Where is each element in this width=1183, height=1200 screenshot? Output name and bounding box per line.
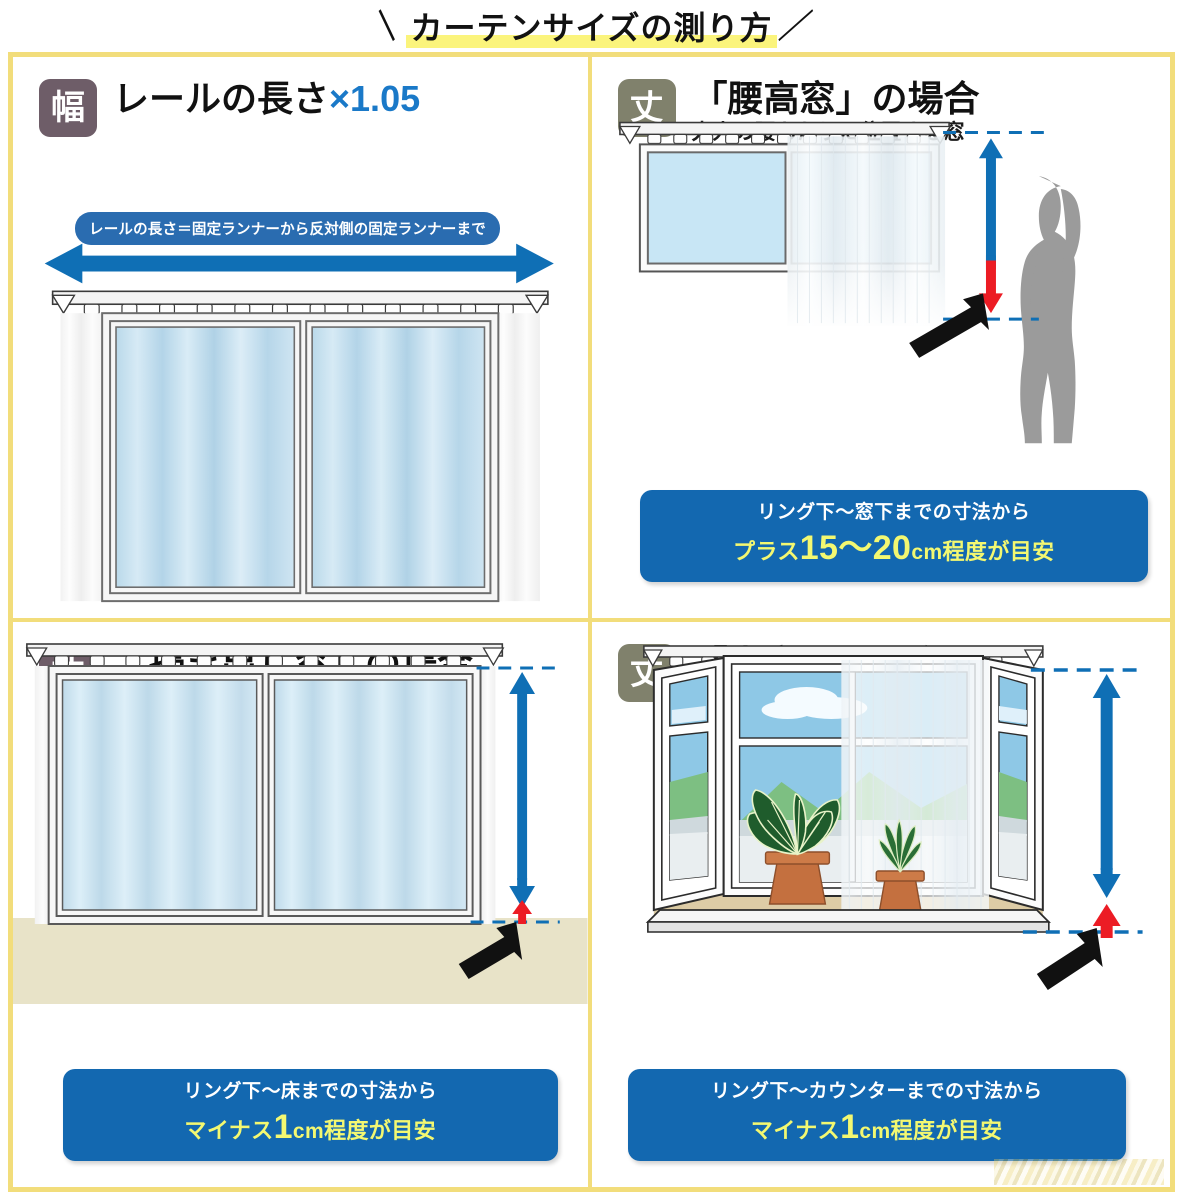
width-heading-accent: ×1.05 [329,78,421,119]
callout-value: 15〜20 [799,528,912,567]
rail-length-definition-pill: レールの長さ＝固定ランナーから反対側の固定ランナーまで [75,212,500,245]
callout-suffix: 程度が目安 [942,538,1055,564]
bay-window-callout-line1: リング下〜カウンターまでの寸法から [710,1081,1043,1103]
sliding-window-callout-line1: リング下〜床までの寸法から [183,1081,437,1103]
width-heading: レールの長さ×1.05 [113,79,420,119]
sliding-window-heading: 「掃き出し窓」の場合 [113,643,474,684]
callout-prefix: マイナス [750,1117,841,1143]
waist-window-panel: 丈 「腰高窓」の場合 大人の腰あたりに位置する窓 リング下〜窓下までの寸法から … [591,57,1171,622]
page-title: カーテンサイズの測り方 [406,3,777,49]
page-title-bar: ＼ カーテンサイズの測り方 ／ [0,0,1183,52]
bay-window-panel: 丈 「出窓」の場合 リング下〜カウンターまでの寸法から マイナス1cm程度が目安 [591,622,1171,1187]
callout-prefix: マイナス [184,1117,274,1143]
width-badge: 幅 [39,79,97,137]
dashed-reference-lines [942,130,1049,321]
bay-window-heading: 「出窓」の場合 [691,643,944,684]
sliding-window-panel-header: 丈 「掃き出し窓」の場合 ベランダなどへ出入りができる大きな窓 [13,622,588,710]
bay-window-callout-line2: マイナス1cm程度が目安 [648,1105,1107,1149]
waist-window-heading: 「腰高窓」の場合 [691,78,980,119]
title-slash-right-icon: ／ [775,7,815,45]
pointer-arrow-icon [1036,928,1103,990]
person-silhouette [1019,176,1080,444]
waist-window-badge: 丈 [617,79,676,137]
width-illustration [44,243,554,603]
width-panel-header: 幅 レールの長さ×1.05 [13,57,588,137]
sliding-window-callout-line2: マイナス1cm程度が目安 [83,1105,538,1149]
callout-prefix: プラス [732,538,800,564]
title-slash-left-icon: ＼ [367,7,406,45]
callout-value: 1 [840,1107,860,1146]
height-measure-arrow-icon [1092,674,1121,938]
sliding-window-subtitle: ベランダなどへ出入りができる大きな窓 [113,685,490,709]
potted-plant-large [746,789,840,905]
waist-window-callout-line1: リング下〜窓下までの寸法から [757,502,1031,524]
panel-grid: 幅 レールの長さ×1.05 レールの長さ＝固定ランナーから反対側の固定ランナーま… [8,52,1175,1192]
callout-suffix: 程度が目安 [324,1117,437,1143]
width-double-arrow-icon [44,243,554,284]
callout-suffix: 程度が目安 [890,1117,1003,1143]
bay-window-panel-header: 丈 「出窓」の場合 [592,622,1171,702]
waist-window-subtitle: 大人の腰あたりに位置する窓 [691,120,965,144]
width-heading-plain: レールの長さ [113,78,330,119]
potted-plant-small [875,818,925,913]
dashed-reference-lines [1022,668,1143,934]
sliding-window-badge: 丈 [39,644,97,702]
watermark [994,1159,1164,1185]
width-panel: 幅 レールの長さ×1.05 レールの長さ＝固定ランナーから反対側の固定ランナーま… [13,57,592,622]
waist-window-callout: リング下〜窓下までの寸法から プラス15〜20cm程度が目安 [639,490,1148,582]
pointer-arrow-icon [458,922,523,979]
callout-unit: cm [911,540,943,564]
waist-window-callout-line2: プラス15〜20cm程度が目安 [660,526,1129,570]
sliding-window-panel: 丈 「掃き出し窓」の場合 ベランダなどへ出入りができる大きな窓 リング下〜床まで… [13,622,592,1187]
height-measure-arrow-icon [509,672,536,924]
sliding-window-callout: リング下〜床までの寸法から マイナス1cm程度が目安 [63,1069,558,1161]
page-title-inner: ＼ カーテンサイズの測り方 ／ [368,3,814,49]
callout-unit: cm [292,1119,325,1143]
callout-unit: cm [859,1119,891,1143]
bay-window-badge: 丈 [617,644,676,702]
title-highlight [406,35,777,48]
height-measure-arrow-icon [978,138,1003,314]
callout-value: 1 [273,1107,293,1146]
page-title-text: カーテンサイズの測り方 [410,10,773,46]
pointer-arrow-icon [908,293,989,358]
waist-window-panel-header: 丈 「腰高窓」の場合 大人の腰あたりに位置する窓 [592,57,1171,145]
bay-window-callout: リング下〜カウンターまでの寸法から マイナス1cm程度が目安 [627,1069,1126,1161]
